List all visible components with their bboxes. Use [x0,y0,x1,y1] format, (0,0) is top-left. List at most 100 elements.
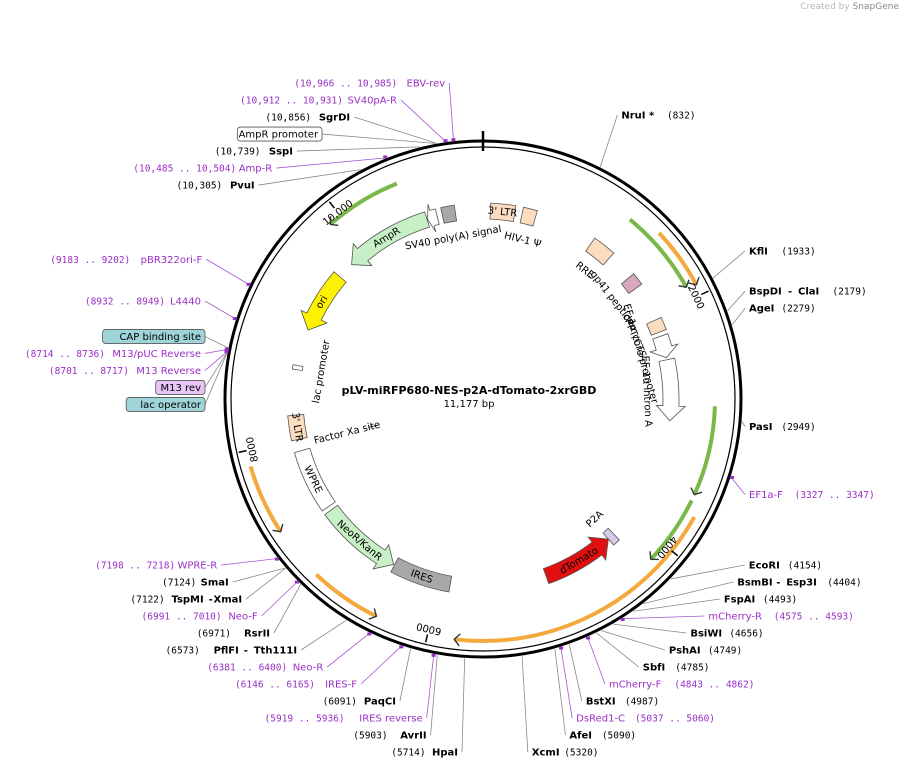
feature-label: EF-1α intron A [639,355,653,427]
leader-line [741,421,746,427]
enzyme-kfli: KflI (1933) [749,246,816,257]
label-coord: (8714 .. 8736) [25,349,105,360]
feature-dtomato [542,536,609,585]
leader-line [204,351,228,371]
label-name: PflFI [214,646,239,657]
enzyme-fspai: FspAI (4493) [724,595,797,606]
leader-line [461,658,466,753]
leader-line [622,615,705,620]
leader-line [261,581,298,617]
label-name: IRES reverse [359,714,422,725]
leader-line [232,567,286,583]
label-name: PshAI [669,646,701,657]
label-name: EF1a-F [749,490,783,501]
feature-ef-1-intron-a [655,357,687,422]
label-extra: Tth111I [254,646,297,657]
leader-line [613,623,687,634]
enzyme-paqci: PaqCI(6091) [323,697,396,708]
label-coord: (4656) [729,629,763,640]
label-coord: (5919 .. 5936) [265,714,345,725]
outer-arc [248,465,283,533]
primer-ires-f: IRES-F(6146 .. 6165) [235,680,357,691]
label-coord: (4575 .. 4593) [774,612,854,623]
primer-ebv-rev: EBV-rev(10,966 .. 10,985) [294,79,445,90]
leader-line [354,116,437,144]
tick-mark [671,550,679,557]
label-extra: ClaI [798,287,819,298]
label-name: IRES-F [325,680,357,691]
label-coord: (4987) [625,697,659,708]
label-name: DsRed1-C [576,714,625,725]
enzyme-bsmbi: BsmBI-Esp3I(4404) [737,578,861,589]
tick-label: 2000 [685,283,706,311]
feature-hiv-1 [519,206,538,227]
enzyme-tspmi: XmaI-TspMI(7122) [130,595,242,606]
enzyme-bsiwi: BsiWI(4656) [690,629,763,640]
leader-line [596,632,640,668]
label-name: SmaI [201,578,229,589]
leader-line [204,351,228,388]
enzyme-avrii: AvrII(5903) [353,731,426,742]
feature-gp41-peptide [620,273,643,295]
label-extra: Esp3I [786,578,817,589]
label-name: SspI [269,147,293,158]
leader-line [568,644,583,702]
label-coord: (832) [667,111,696,122]
label-name: KflI [749,246,768,257]
primer-l4440: L4440(8932 .. 8949) [85,297,201,308]
leader-line [206,258,250,286]
label-coord: (7122) [130,595,164,606]
label-coord: (10,305) [177,181,223,192]
label-name: Amp-R [239,164,273,175]
leader-line [587,636,606,685]
label-name: AfeI [569,731,592,742]
label-coord: (4749) [708,646,742,657]
outer-arc-head [329,216,339,227]
credit-brand: SnapGene [852,2,899,12]
label-name: pBR322ori-F [141,255,203,266]
boxed-label-text: lac operator [140,400,201,411]
label-coord: (4493) [763,595,797,606]
primer-site-mark [232,317,237,321]
leader-line [426,654,435,719]
label-coord: (8701 .. 8717) [49,366,129,377]
boxed-label-bg [155,380,206,395]
primer-site-mark [294,580,299,584]
enzyme-xcmi: XcmI(5320) [532,748,599,759]
label-name: FspAI [724,595,755,606]
feature-label-cap-binding-site: CAP binding site [102,329,206,344]
tick-label: 10,000 [321,198,355,228]
label-coord: (5903) [353,731,387,742]
label-name: mCherry-R [708,612,762,623]
labels: NruI *(832)KflI(1933)BspDI-ClaI(2179)Age… [25,79,875,759]
leader-line [727,290,746,312]
label-coord: (5037 .. 5060) [635,714,715,725]
leader-line [245,567,286,600]
primer-site-mark [559,646,564,650]
enzyme-afei: AfeI (5090) [569,731,636,742]
primer-m13-reverse: M13 Reverse(8701 .. 8717) [49,366,201,377]
label-coord: (8932 .. 8949) [85,297,165,308]
tick-mark [328,201,335,209]
label-coord: (5090) [602,731,636,742]
feature-ires [390,557,453,593]
label-coord: (3327 .. 3347) [795,490,875,501]
leader-line [360,645,402,685]
label-coord: (5714) [391,748,425,759]
leader-line [322,133,436,144]
label-name: BstXI [586,697,616,708]
primer-neo-r: Neo-R(6381 .. 6400) [207,663,323,674]
enzyme-pflfi: Tth111I-PflFI(6573) [166,646,298,657]
label-coord: (4843 .. 4862) [674,680,754,691]
tick-mark [424,634,429,643]
label-name: PasI [749,422,772,433]
label-name: BsmBI [737,578,772,589]
leader-line [300,619,347,651]
label-name: NruI * [621,111,655,122]
leader-line [221,558,278,566]
label-name: XcmI [532,748,560,759]
tick-mark [238,449,247,454]
label-coord: (1933) [781,246,815,257]
